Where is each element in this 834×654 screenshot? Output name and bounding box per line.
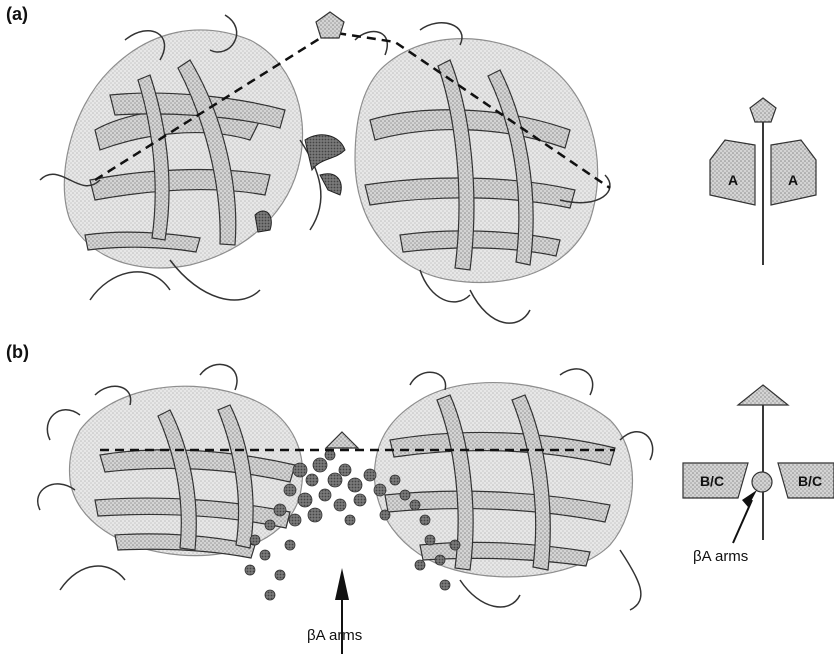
panel-a-schematic-right-label: A (788, 172, 798, 188)
panel-b-schematic-triangle-icon (738, 385, 788, 405)
panel-a-schematic: A A (710, 98, 816, 265)
panel-b-schematic-left-label: B/C (700, 473, 724, 489)
panel-a-schematic-left-label: A (728, 172, 738, 188)
panel-a-schematic-pentagon-icon (750, 98, 776, 122)
panel-b-triangle-icon (326, 432, 358, 448)
panel-a-right-domain (355, 39, 598, 283)
panel-a-pentagon-icon (316, 12, 344, 38)
panel-b-left-domain (69, 386, 302, 558)
panel-b-schematic-center-ball (752, 472, 772, 492)
panel-b-schematic: B/C B/C (683, 385, 834, 543)
schematic-arrow-label: βA arms (693, 548, 748, 565)
main-arrow-label: βA arms (307, 627, 362, 644)
panel-b-schematic-right-label: B/C (798, 473, 822, 489)
panel-b-right-domain (374, 383, 632, 577)
panel-a-structure (40, 12, 610, 323)
panel-a-left-domain (64, 30, 302, 268)
panel-b-structure (38, 364, 653, 654)
